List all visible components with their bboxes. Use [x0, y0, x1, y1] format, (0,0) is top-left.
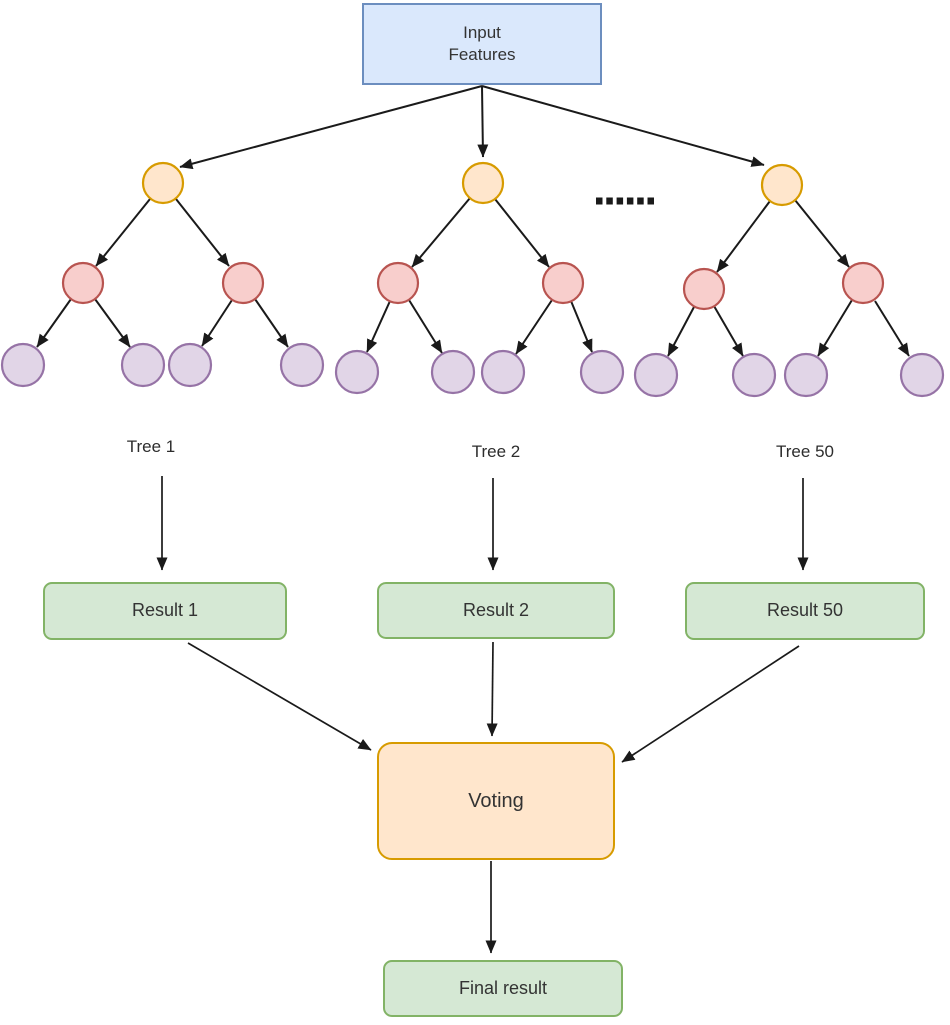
tree-50-leaf-node: [783, 352, 829, 398]
final-result-box: Final result: [383, 960, 623, 1017]
tree-50-edge: [874, 300, 910, 357]
tree-50-internal-node: [682, 267, 726, 311]
arrow-input-to-tree-2: [477, 85, 489, 158]
tree-1-internal-node: [61, 261, 105, 305]
arrow-result-50-to-voting: [621, 645, 800, 763]
tree-50-root-node: [760, 163, 804, 207]
tree-50-leaf-node: [633, 352, 679, 398]
tree-50: [633, 163, 945, 398]
tree-1-root-node: [141, 161, 185, 205]
input-features-label: Input Features: [448, 22, 516, 64]
input-features-box: Input Features: [362, 3, 602, 85]
tree-1-leaf-node: [279, 342, 325, 388]
tree-50-edge: [817, 299, 853, 357]
tree-1-leaf-node: [120, 342, 166, 388]
tree-1-edge: [175, 198, 230, 267]
tree-2-label: Tree 2: [471, 442, 521, 461]
tree-50-internal-node: [841, 261, 885, 305]
tree-50-label: Tree 50: [776, 442, 834, 461]
tree-1-leaf-node: [0, 342, 46, 388]
tree-2-internal-node: [541, 261, 585, 305]
tree-2-edge: [408, 299, 443, 354]
tree-2-edge: [494, 198, 550, 268]
result-50-box: Result 50: [685, 582, 925, 640]
tree-2-internal-node: [376, 261, 420, 305]
tree-1-edge: [95, 198, 151, 267]
result-2-label: Result 2: [462, 599, 530, 620]
tree-2-edge: [570, 300, 593, 353]
tree-2-leaf-node: [334, 349, 380, 395]
tree-50-edge: [716, 200, 771, 273]
tree-1: [0, 161, 325, 388]
final-result-label: Final result: [458, 977, 548, 998]
arrow-input-to-tree-50: [481, 85, 765, 167]
tree-2-leaf-node: [579, 349, 625, 395]
tree-50-leaf-node: [731, 352, 777, 398]
tree-2-edge: [515, 299, 553, 355]
tree-1-edge: [94, 298, 131, 348]
tree-1-leaf-node: [167, 342, 213, 388]
tree-2: [334, 161, 625, 395]
arrow-result-1-to-voting: [187, 642, 372, 751]
tree-1-label: Tree 1: [126, 437, 176, 456]
result-2-box: Result 2: [377, 582, 615, 639]
arrow-input-to-tree-1: [179, 85, 483, 170]
tree-2-edge: [366, 300, 391, 353]
result-50-label: Result 50: [766, 600, 844, 621]
arrow-result-2-to-voting: [486, 641, 498, 737]
tree-2-edge: [411, 197, 471, 268]
tree-1-edge: [36, 298, 72, 348]
result-1-label: Result 1: [131, 600, 199, 621]
tree-2-leaf-node: [430, 349, 476, 395]
tree-50-leaf-node: [899, 352, 945, 398]
tree-2-root-node: [461, 161, 505, 205]
result-1-box: Result 1: [43, 582, 287, 640]
tree-1-edge: [201, 299, 233, 347]
tree-50-edge: [794, 199, 850, 268]
voting-label: Voting: [468, 790, 524, 812]
tree-2-leaf-node: [480, 349, 526, 395]
voting-box: Voting: [377, 742, 615, 860]
tree-to-result-arrows: [156, 476, 809, 571]
tree-1-edge: [254, 298, 289, 348]
tree-50-edge: [713, 305, 744, 357]
input-fanout-arrows: [179, 85, 765, 170]
tree-50-edge: [667, 306, 695, 357]
tree-1-internal-node: [221, 261, 265, 305]
